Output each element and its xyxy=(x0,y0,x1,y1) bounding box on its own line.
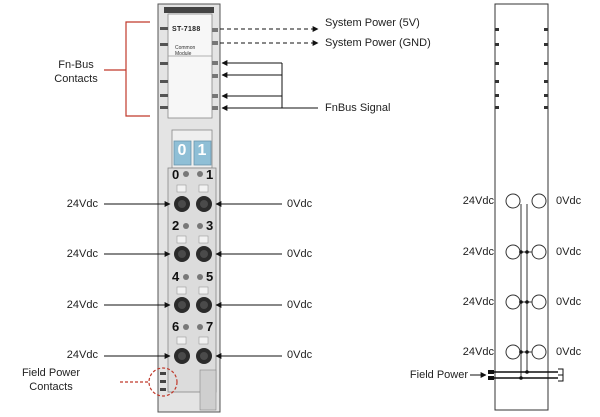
right-terminal-label-0: 0Vdc xyxy=(287,198,313,210)
schematic-diagram xyxy=(470,3,564,411)
channel-number-3: 3 xyxy=(206,218,214,233)
led-digit-0: 0 xyxy=(177,142,187,159)
left-terminal-label-3: 24Vdc xyxy=(66,349,98,361)
left-terminal-label-1: 24Vdc xyxy=(66,248,98,260)
channel-number-6: 6 xyxy=(172,319,180,334)
schematic-left-label-1: 24Vdc xyxy=(462,246,494,258)
field-power-contacts-circle xyxy=(148,367,178,397)
io-module xyxy=(157,3,221,413)
schematic-left-label-0: 24Vdc xyxy=(462,195,494,207)
terminal-group-2-3 xyxy=(174,223,212,262)
fnbus-signal-label: FnBus Signal xyxy=(325,102,391,114)
fnbus-contacts-bracket xyxy=(104,21,150,117)
schematic-left-label-2: 24Vdc xyxy=(462,296,494,308)
schematic-field-power-label: Field Power xyxy=(409,369,468,381)
channel-number-7: 7 xyxy=(206,319,214,334)
system-power-5v-label: System Power (5V) xyxy=(325,17,420,29)
channel-number-2: 2 xyxy=(172,218,180,233)
channel-number-0: 0 xyxy=(172,167,180,182)
module-model-label: ST-7188 xyxy=(172,26,201,33)
module-subtitle-1: Common xyxy=(175,45,196,51)
channel-number-1: 1 xyxy=(206,167,214,182)
system-power-gnd-label: System Power (GND) xyxy=(325,37,431,49)
fnbus-contacts-label-2: Contacts xyxy=(54,73,98,85)
terminal-group-6-7 xyxy=(174,324,212,364)
schematic-right-label-1: 0Vdc xyxy=(556,246,582,258)
right-terminal-label-2: 0Vdc xyxy=(287,299,313,311)
channel-number-5: 5 xyxy=(206,269,214,284)
schematic-right-label-2: 0Vdc xyxy=(556,296,582,308)
channel-number-4: 4 xyxy=(172,269,180,284)
right-terminal-label-3: 0Vdc xyxy=(287,349,313,361)
fnbus-contacts-label-1: Fn-Bus xyxy=(58,59,94,71)
left-terminal-label-2: 24Vdc xyxy=(66,299,98,311)
field-power-contacts-label-2: Contacts xyxy=(29,381,73,393)
terminal-group-0-1 xyxy=(174,171,212,212)
terminal-group-4-5 xyxy=(174,274,212,313)
field-power-contacts-label-1: Field Power xyxy=(21,367,81,379)
left-terminal-label-0: 24Vdc xyxy=(66,198,98,210)
module-subtitle-2: Module xyxy=(175,51,192,57)
schematic-right-label-0: 0Vdc xyxy=(556,195,582,207)
led-digit-1: 1 xyxy=(197,142,207,159)
right-terminal-label-1: 0Vdc xyxy=(287,248,313,260)
schematic-right-label-3: 0Vdc xyxy=(556,346,582,358)
schematic-left-label-3: 24Vdc xyxy=(462,346,494,358)
